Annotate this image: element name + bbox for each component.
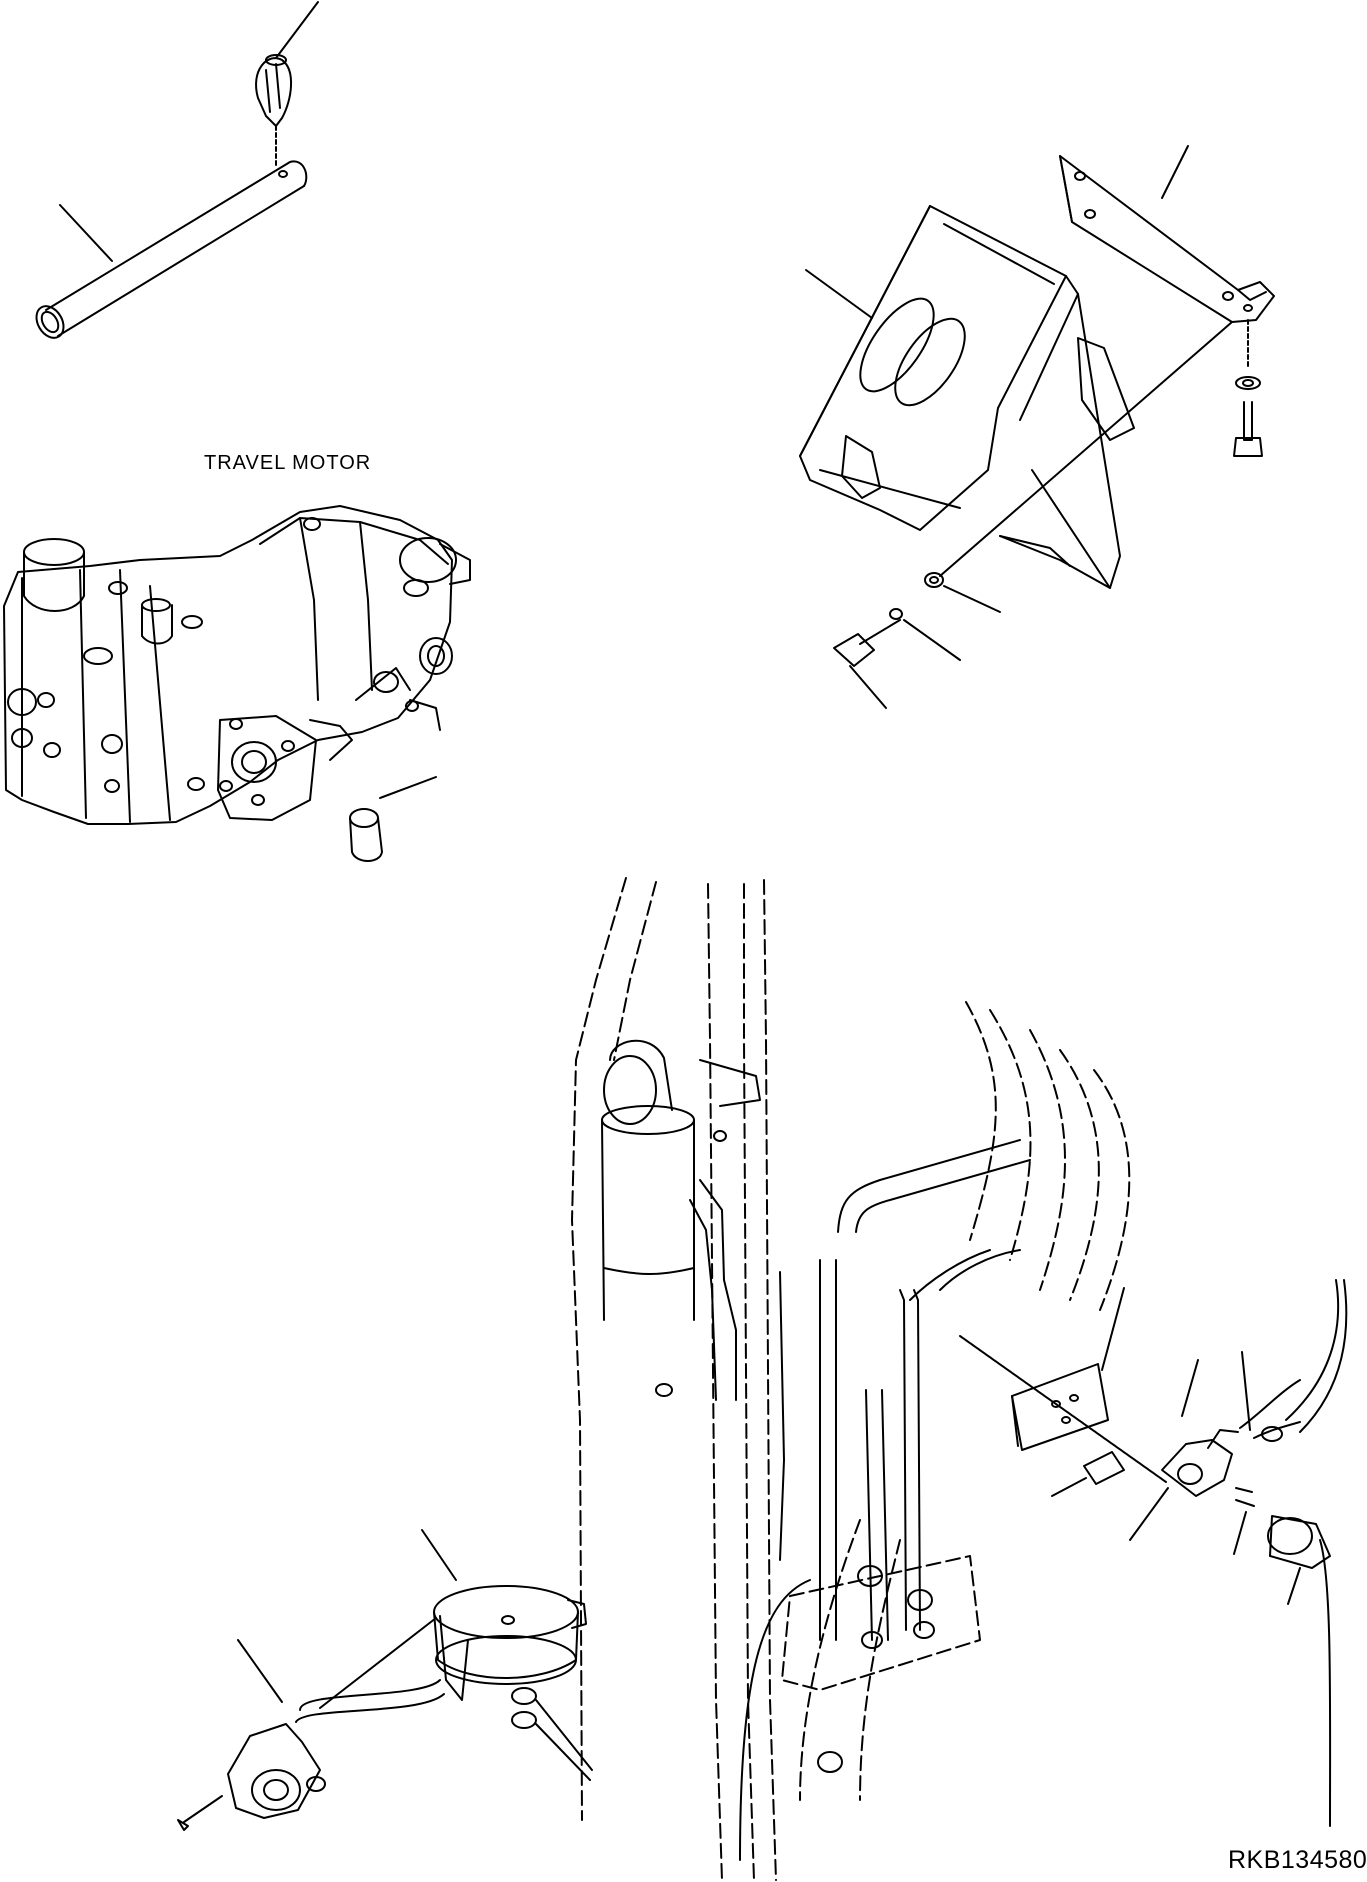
travel-motor: [3, 505, 471, 825]
boom-arm: [571, 877, 1131, 1881]
cover-fasteners-left: [833, 572, 1001, 709]
lock-pin: [255, 1, 319, 167]
pin-shaft: [35, 160, 308, 339]
hose-lines: [739, 1139, 1031, 1861]
cover-bolt-right: [1233, 376, 1263, 457]
drawing-number: RKB134580: [1228, 1846, 1367, 1874]
sensor-bracket: [959, 1287, 1167, 1497]
sensor-cable-right: [1233, 1279, 1348, 1555]
motor-cap: [349, 776, 437, 862]
pipe-clamp: [421, 1529, 587, 1701]
sensor-cap-right: [1267, 1515, 1332, 1827]
travel-motor-label: TRAVEL MOTOR: [204, 452, 372, 474]
cover: [799, 205, 1233, 589]
sensor-body-right: [1129, 1351, 1301, 1541]
cover-plate: [1059, 145, 1275, 369]
sensor-body-left: [177, 1639, 445, 1831]
boom-cylinder: [601, 1039, 761, 1401]
clamp-washers: [319, 1617, 593, 1781]
